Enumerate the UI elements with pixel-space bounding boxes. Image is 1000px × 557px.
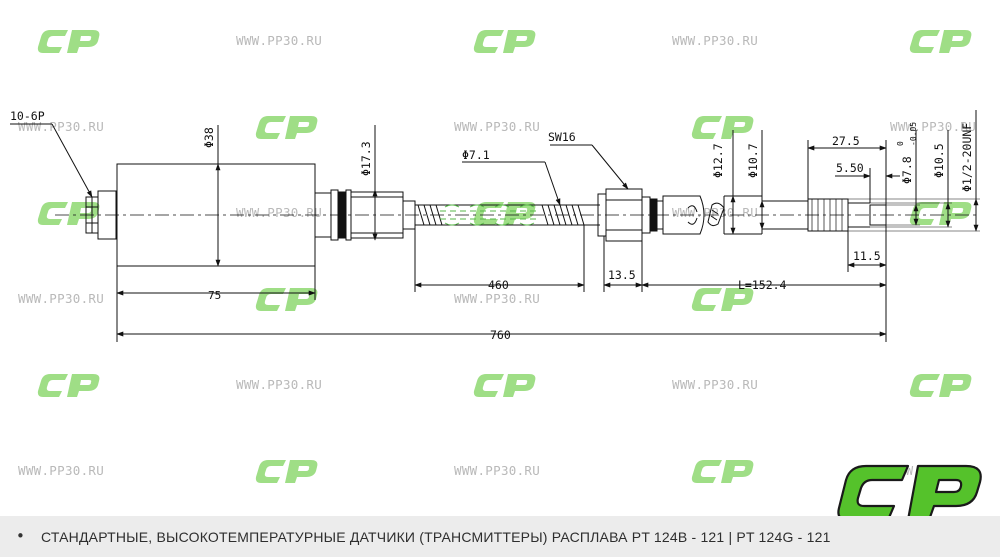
leader-lines (10, 123, 629, 206)
watermark-logo (908, 372, 972, 398)
label-length-460: 460 (488, 278, 509, 292)
watermark-url: WWW.PP30.RU (18, 291, 105, 306)
lower-horizontal-dimensions (116, 225, 887, 342)
watermark-logo (36, 28, 100, 54)
label-length-5-50: 5.50 (836, 161, 864, 175)
sensor-technical-drawing: 10-6P Φ38 Φ17.3 Φ7.1 SW16 Φ12.7 Φ10.7 27… (10, 109, 980, 342)
watermark-logo (254, 114, 318, 140)
watermark-url: WWW.PP30.RU (890, 119, 977, 134)
watermark-logo (690, 114, 754, 140)
watermark-url: WWW.PP30.RU (454, 119, 541, 134)
cp-brand-logo (837, 464, 982, 522)
watermark-url: WWW.PP30.RU (236, 377, 323, 392)
caption-text: СТАНДАРТНЫЕ, ВЫСОКОТЕМПЕРАТУРНЫЕ ДАТЧИКИ… (41, 529, 831, 545)
label-diameter-17-3: Φ17.3 (359, 141, 373, 176)
label-length-L: L=152.4 (738, 278, 787, 292)
watermark-url: WWW.PP30.RU (672, 33, 759, 48)
watermark-logo (36, 372, 100, 398)
watermark-url: WWW.PP30.RU (236, 205, 323, 220)
flexible-armored-capillary (415, 204, 600, 226)
caption-bar: • СТАНДАРТНЫЕ, ВЫСОКОТЕМПЕРАТУРНЫЕ ДАТЧИ… (0, 516, 1000, 557)
watermark-url: WWW.PP30.RU (236, 33, 323, 48)
watermark-url: WWW.PP30.RU (672, 377, 759, 392)
watermark-logo (472, 28, 536, 54)
watermark-logo (908, 28, 972, 54)
watermark-logo (472, 372, 536, 398)
label-length-13-5: 13.5 (608, 268, 636, 282)
label-diameter-12-7: Φ12.7 (711, 143, 725, 178)
watermark-url: WWW.PP30.RU (454, 463, 541, 478)
watermark-logo (36, 200, 100, 226)
label-wrench-size: SW16 (548, 130, 576, 144)
upper-horizontal-dimensions (807, 140, 900, 272)
label-tolerance-upper: 0 (896, 141, 905, 146)
label-diameter-38: Φ38 (202, 127, 216, 148)
label-length-27-5: 27.5 (832, 134, 860, 148)
label-length-75: 75 (208, 289, 221, 302)
watermark-logo (690, 286, 754, 312)
label-diameter-7-8: Φ7.8 (900, 156, 914, 184)
label-length-total: 760 (490, 328, 511, 342)
diameter-dimension-lines (215, 110, 980, 267)
dimension-labels: 10-6P Φ38 Φ17.3 Φ7.1 SW16 Φ12.7 Φ10.7 27… (10, 109, 974, 342)
label-tolerance-lower: -0.05 (909, 122, 918, 146)
label-connector: 10-6P (10, 109, 45, 123)
watermark-url: WWW.PP30.RU (454, 291, 541, 306)
watermark-logo (254, 458, 318, 484)
label-diameter-10-5: Φ10.5 (932, 143, 946, 178)
label-diameter-10-7: Φ10.7 (746, 143, 760, 178)
label-thread: Φ1/2-20UNF (960, 123, 974, 192)
label-length-11-5: 11.5 (853, 249, 881, 263)
label-diameter-7-1: Φ7.1 (462, 148, 490, 162)
watermark-url: WWW.PP30.RU (18, 463, 105, 478)
caption-bullet: • (16, 527, 25, 545)
watermark-url: WWW.PP30.RU (18, 119, 105, 134)
watermark-logo (690, 458, 754, 484)
